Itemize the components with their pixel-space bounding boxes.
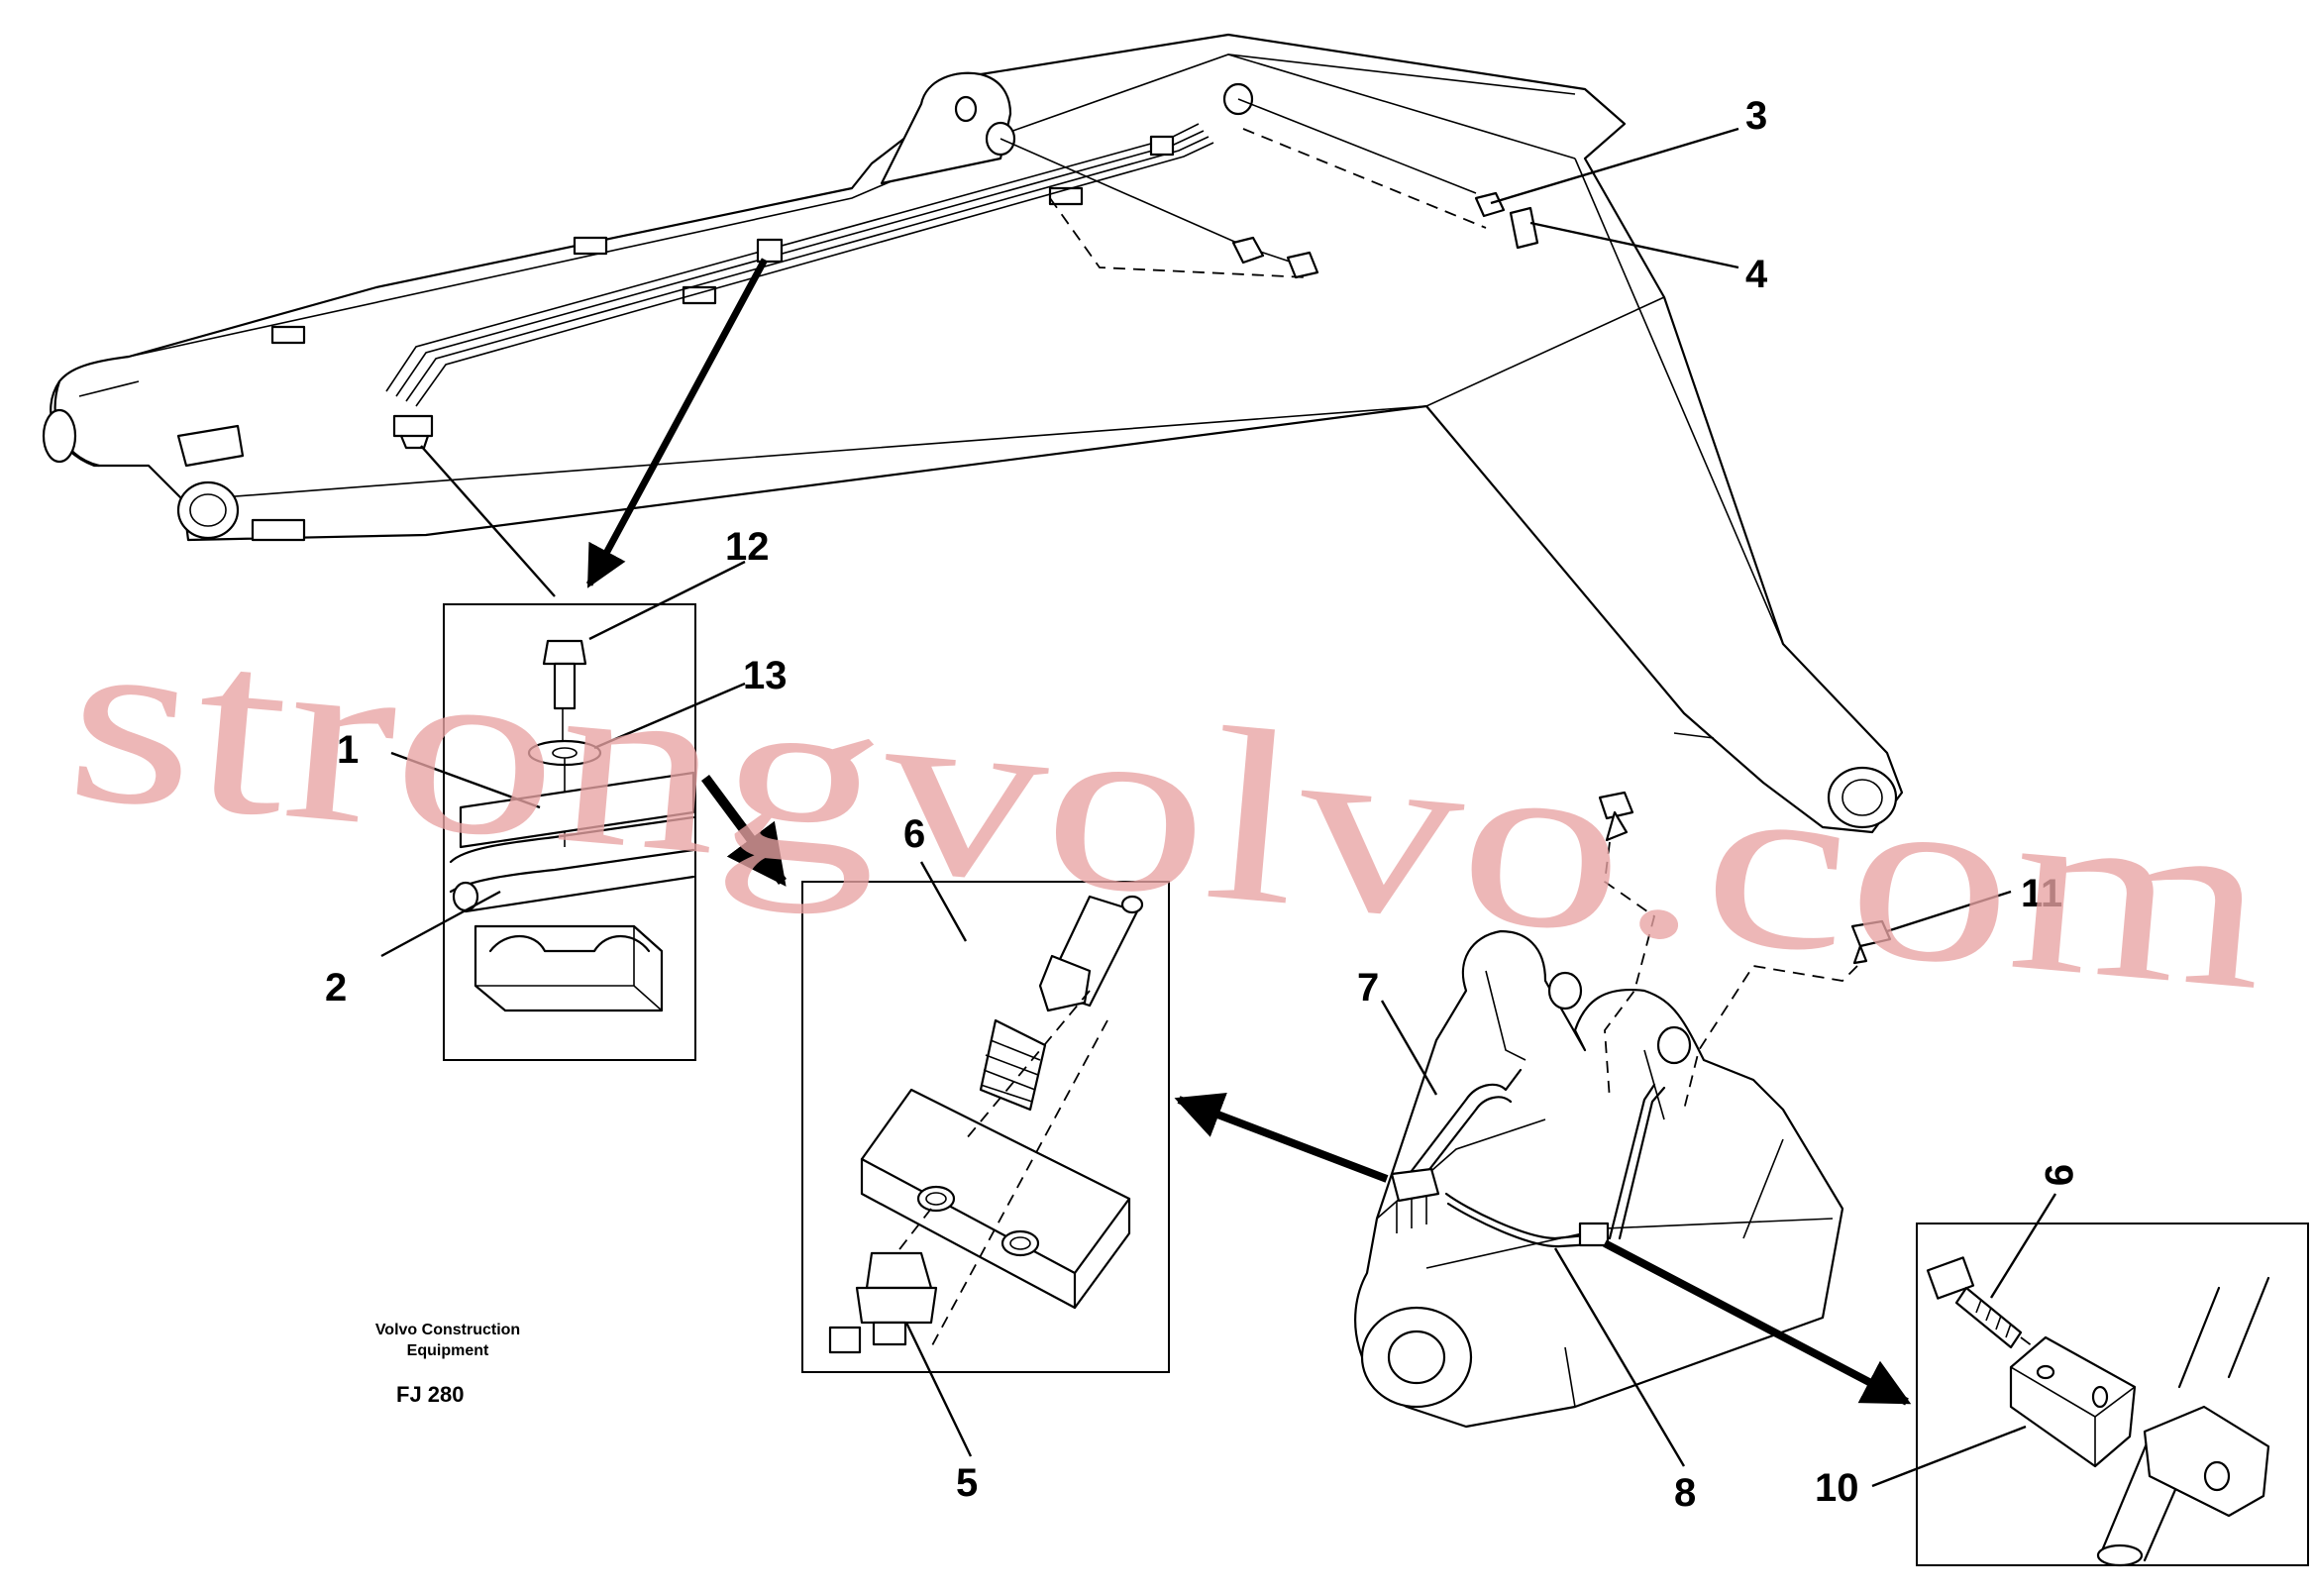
inset-arrow-1 bbox=[700, 775, 788, 887]
callout-13: 13 bbox=[743, 654, 788, 697]
callout-10: 10 bbox=[1815, 1466, 1859, 1510]
callout-7: 7 bbox=[1357, 966, 1379, 1010]
callout-11: 11 bbox=[2021, 872, 2062, 915]
callout-9: 9 bbox=[2037, 1164, 2080, 1186]
linkage-arrows bbox=[1174, 1092, 1912, 1406]
caption-company: Volvo Construction bbox=[375, 1322, 520, 1338]
drawing-code: FJ 280 bbox=[396, 1382, 465, 1407]
boom-leaders bbox=[420, 258, 769, 597]
callout-leaders bbox=[380, 127, 2057, 1488]
callout-labels: 1 2 3 4 5 6 7 8 9 10 11 12 13 bbox=[325, 94, 2080, 1515]
callout-8: 8 bbox=[1674, 1471, 1696, 1515]
bracket-detail-inset bbox=[1916, 1223, 2309, 1567]
caption-equipment: Equipment bbox=[407, 1342, 489, 1359]
callout-1: 1 bbox=[337, 728, 359, 772]
fitting-detail-inset bbox=[801, 881, 1170, 1373]
clamp-detail-inset bbox=[443, 603, 696, 1061]
callout-6: 6 bbox=[903, 812, 925, 856]
caption-block: Volvo Construction Equipment FJ 280 bbox=[375, 1322, 520, 1407]
callout-3: 3 bbox=[1745, 94, 1767, 138]
callout-5: 5 bbox=[956, 1461, 978, 1505]
callout-2: 2 bbox=[325, 966, 347, 1010]
callout-12: 12 bbox=[725, 525, 770, 569]
callout-4: 4 bbox=[1745, 253, 1768, 296]
